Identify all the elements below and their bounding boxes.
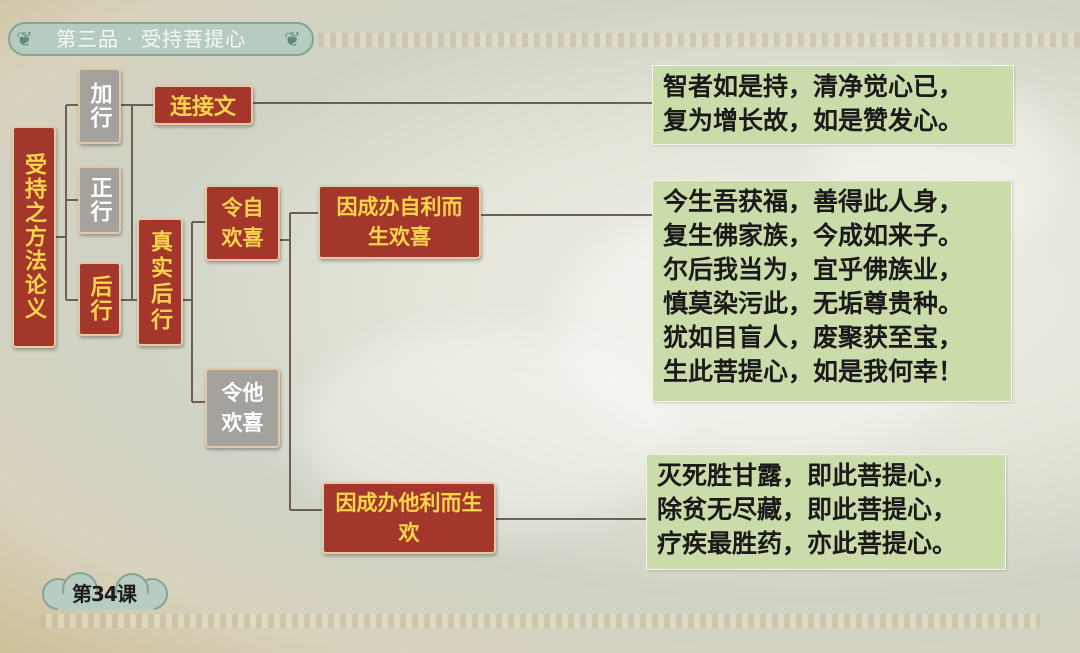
verse-line: 今生吾获福，善得此人身， xyxy=(663,187,964,216)
node-others-benefit-joy: 因成办他利而生欢 xyxy=(322,482,496,554)
verse-line: 犹如目盲人，废聚获至宝， xyxy=(663,323,964,352)
page-title: 第三品 · 受持菩提心 xyxy=(56,27,247,51)
verse-line: 尔后我当为，宜乎佛族业， xyxy=(663,255,964,284)
top-border-strip xyxy=(318,33,1080,47)
verse-connecting: 智者如是持，清净觉心已， 复为增长故，如是赞发心。 xyxy=(652,65,1014,145)
verse-line: 除贫无尽藏，即此菩提心， xyxy=(657,495,958,524)
verse-line: 慎莫染污此，无垢尊贵种。 xyxy=(663,289,964,318)
node-main-practice: 正行 xyxy=(78,166,121,234)
lesson-label: 第34课 xyxy=(72,582,137,606)
root-node: 受持之方法论义 xyxy=(12,126,56,348)
verse-line: 灭死胜甘露，即此菩提心， xyxy=(657,461,958,490)
node-others-benefit-label: 因成办他利而生欢 xyxy=(335,490,483,545)
title-banner xyxy=(8,22,314,56)
node-others-joy-label: 令他欢喜 xyxy=(221,380,264,435)
node-conclusion: 后行 xyxy=(78,262,121,336)
node-preparation: 加行 xyxy=(78,68,121,144)
verse-self-joy: 今生吾获福，善得此人身， 复生佛家族，今成如来子。 尔后我当为，宜乎佛族业， 慎… xyxy=(652,180,1012,402)
verse-others-joy: 灭死胜甘露，即此菩提心， 除贫无尽藏，即此菩提心， 疗疾最胜药，亦此菩提心。 xyxy=(646,454,1006,570)
lesson-cloud-icon xyxy=(42,572,168,610)
node-self-joy-label: 令自欢喜 xyxy=(221,195,264,250)
node-actual-conclusion: 真实后行 xyxy=(137,218,183,346)
scroll-ornament-right-icon: ❦ xyxy=(284,27,301,51)
node-connecting-text: 连接文 xyxy=(153,85,253,125)
node-self-joy: 令自欢喜 xyxy=(205,185,280,261)
node-self-benefit-label: 因成办自利而生欢喜 xyxy=(336,194,463,249)
scroll-ornament-left-icon: ❦ xyxy=(16,27,33,51)
verse-line: 复为增长故，如是赞发心。 xyxy=(663,106,964,135)
bottom-border-strip xyxy=(40,614,1040,628)
verse-line: 疗疾最胜药，亦此菩提心。 xyxy=(657,529,958,558)
verse-line: 复生佛家族，今成如来子。 xyxy=(663,221,964,250)
verse-line: 智者如是持，清净觉心已， xyxy=(663,72,964,101)
verse-line: 生此菩提心，如是我何幸！ xyxy=(663,357,964,386)
node-others-joy: 令他欢喜 xyxy=(205,368,280,448)
node-self-benefit-joy: 因成办自利而生欢喜 xyxy=(318,185,481,259)
